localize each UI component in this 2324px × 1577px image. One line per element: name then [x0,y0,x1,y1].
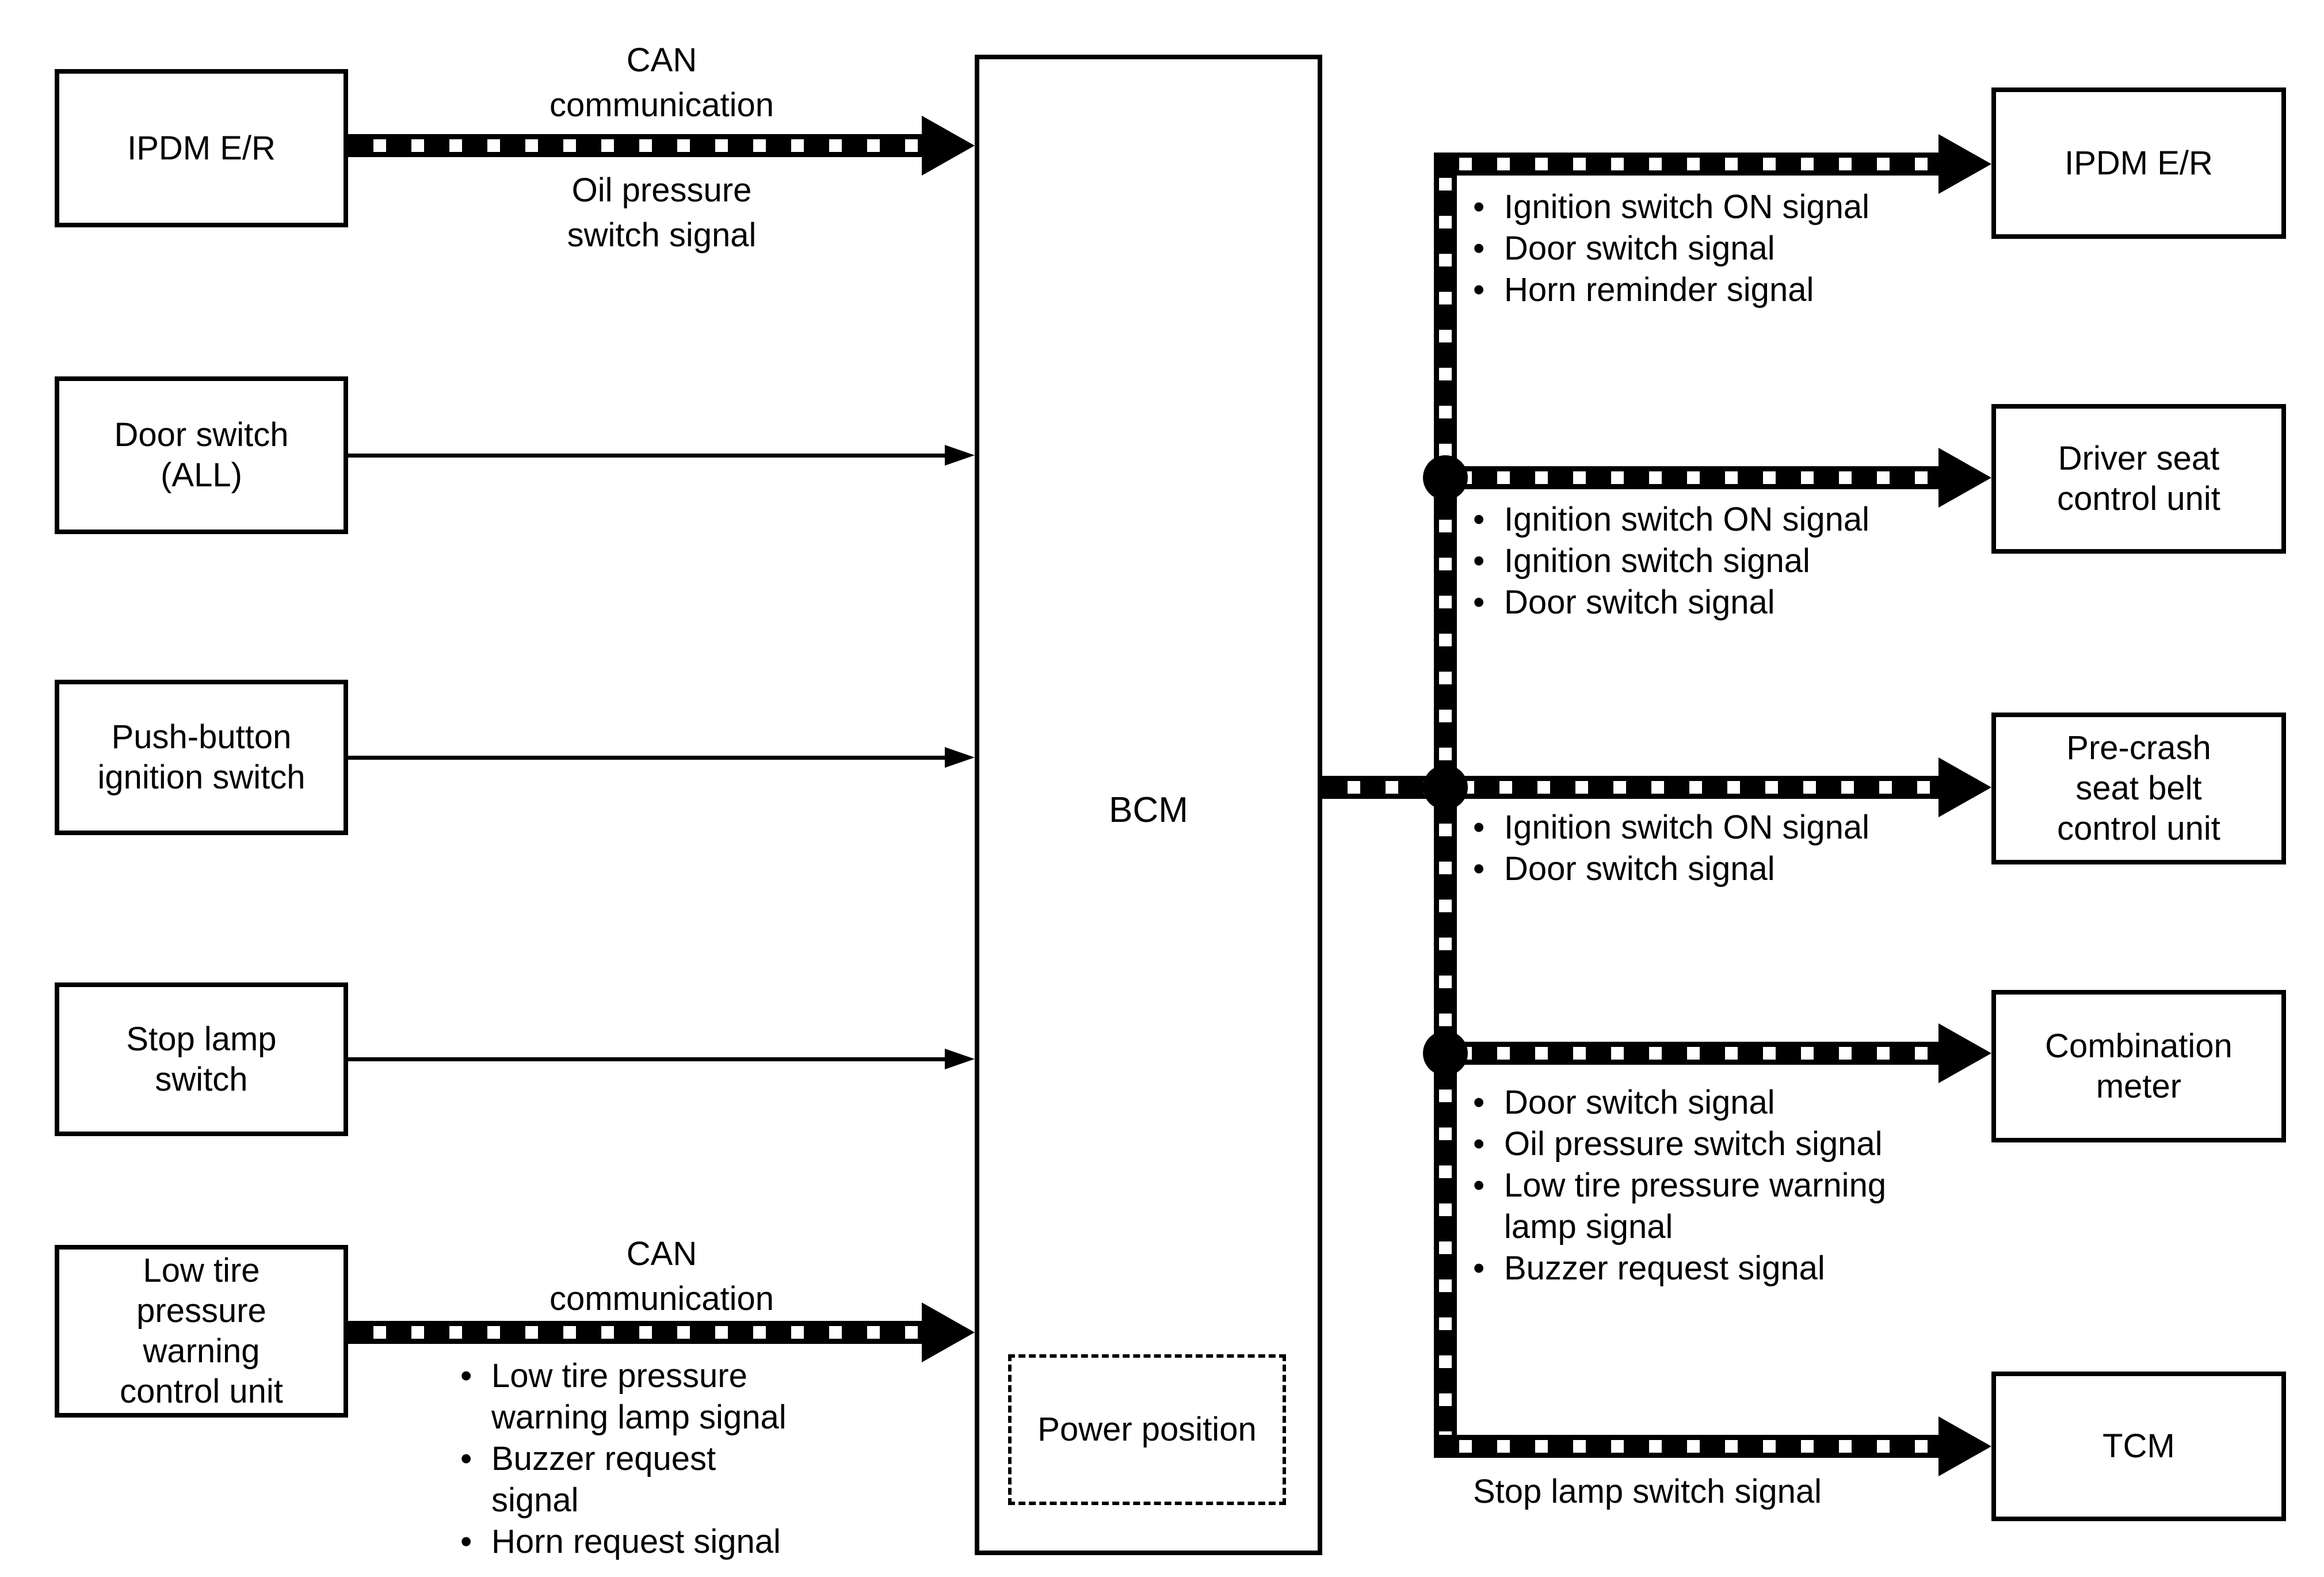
node-stop-lamp-switch: Stop lamp switch [55,982,348,1136]
signal-list-low-tire-can: Low tire pressure warning lamp signal Bu… [460,1355,806,1563]
node-low-tire-pressure-warning-control-unit: Low tire pressure warning control unit [55,1245,348,1418]
signal-item: Low tire pressure warning lamp signal [1473,1165,1933,1248]
arrowhead-icon [945,1049,975,1069]
signal-list-bcm-to-driver-seat: Ignition switch ON signal Ignition switc… [1473,499,1933,623]
can-arrow-low-tire-to-bcm [348,1302,975,1362]
node-label: TCM [2102,1427,2175,1465]
node-ipdm-er-right: IPDM E/R [1991,87,2286,239]
signal-item: Buzzer request signal [460,1438,806,1521]
node-door-switch-all: Door switch (ALL) [55,376,348,534]
arrowhead-icon [945,747,975,768]
power-position-label: Power position [1037,1411,1257,1448]
power-position-box: Power position [1008,1354,1286,1505]
label-can-communication-top: CAN communication [549,41,774,124]
node-bcm: BCM [975,55,1322,1555]
label-stop-lamp-switch-signal: Stop lamp switch signal [1473,1473,1822,1510]
can-arrow-shaft [348,134,925,157]
arrowhead-icon [922,116,975,176]
can-arrow-bcm-to-tcm [1434,1416,1991,1476]
can-arrow-shaft [1434,153,1942,176]
signal-arrow-door-switch-to-bcm [348,445,975,466]
arrowhead-icon [1938,1416,1991,1476]
signal-item: Ignition switch signal [1473,540,1933,582]
arrowhead-icon [1938,448,1991,508]
arrowhead-icon [922,1302,975,1362]
node-label: Pre-crash seat belt control unit [2057,729,2220,847]
signal-item: Door switch signal [1473,228,1933,269]
can-arrow-shaft [1434,466,1942,489]
junction-dot [1423,765,1468,810]
node-ipdm-er-left: IPDM E/R [55,69,348,227]
node-combination-meter: Combination meter [1991,990,2286,1142]
can-arrow-ipdm-to-bcm [348,116,975,176]
node-label: Stop lamp switch [126,1020,277,1098]
node-label: Door switch (ALL) [114,416,289,494]
signal-item: Horn request signal [460,1521,806,1563]
signal-item: Buzzer request signal [1473,1248,1933,1289]
signal-item: Horn reminder signal [1473,269,1933,311]
arrowhead-icon [945,445,975,466]
node-label: Combination meter [2045,1027,2233,1105]
node-push-button-ignition-switch: Push-button ignition switch [55,680,348,835]
arrowhead-icon [1938,757,1991,817]
can-arrow-bcm-to-ipdm [1434,134,1991,194]
signal-list-bcm-to-pre-crash: Ignition switch ON signal Door switch si… [1473,807,1933,890]
label-can-communication-bottom: CAN communication [549,1235,774,1317]
signal-item: Door switch signal [1473,582,1933,623]
arrowhead-icon [1938,134,1991,194]
signal-item: Ignition switch ON signal [1473,499,1933,540]
signal-arrow-stop-lamp-to-bcm [348,1049,975,1069]
signal-item: Ignition switch ON signal [1473,186,1933,228]
arrowhead-icon [1938,1023,1991,1083]
node-label: Push-button ignition switch [97,718,306,796]
can-arrow-shaft [1434,1042,1942,1065]
signal-item: Ignition switch ON signal [1473,807,1933,848]
label-oil-pressure-switch-signal: Oil pressure switch signal [567,172,757,254]
node-label: Low tire pressure warning control unit [120,1252,283,1410]
signal-item: Door switch signal [1473,848,1933,890]
node-label: IPDM E/R [127,129,276,167]
signal-list-bcm-to-combination-meter: Door switch signal Oil pressure switch s… [1473,1082,1933,1289]
node-driver-seat-control-unit: Driver seat control unit [1991,404,2286,554]
signal-item: Oil pressure switch signal [1473,1123,1933,1165]
junction-dot [1423,455,1468,500]
signal-arrow-push-button-to-bcm [348,747,975,768]
can-arrow-shaft [1434,1435,1942,1458]
junction-dot [1423,1031,1468,1076]
can-arrow-shaft [348,1321,925,1344]
signal-item: Low tire pressure warning lamp signal [460,1355,806,1438]
bcm-label: BCM [1109,790,1188,830]
node-tcm: TCM [1991,1372,2286,1521]
node-label: Driver seat control unit [2057,440,2220,517]
signal-list-bcm-to-ipdm: Ignition switch ON signal Door switch si… [1473,186,1933,311]
node-label: IPDM E/R [2064,144,2213,182]
can-arrow-shaft [1322,776,1942,799]
can-arrow-bcm-to-combination-meter [1434,1023,1991,1083]
can-arrow-bcm-to-driver-seat [1434,448,1991,508]
signal-item: Door switch signal [1473,1082,1933,1123]
node-pre-crash-seat-belt-control-unit: Pre-crash seat belt control unit [1991,713,2286,864]
